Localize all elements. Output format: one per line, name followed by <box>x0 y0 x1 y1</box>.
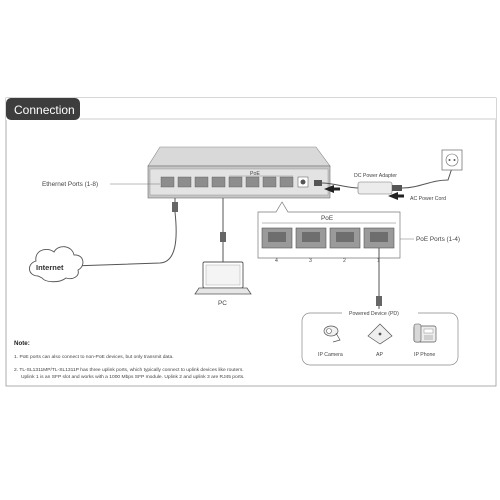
poe-zoom-port[interactable] <box>295 227 327 249</box>
phone-handset <box>413 323 422 343</box>
port-jack <box>268 232 286 242</box>
switch-port[interactable] <box>279 176 294 188</box>
poe-zoom-port[interactable] <box>261 227 293 249</box>
internet-label: Internet <box>36 263 64 272</box>
switch-ports <box>160 176 294 188</box>
laptop-display <box>205 264 241 286</box>
arrow-left-icon <box>324 185 334 193</box>
ap-led <box>378 332 382 336</box>
pd-device-label: IP Camera <box>318 352 343 358</box>
poe-port-number: 2 <box>343 258 346 264</box>
header-tab <box>6 98 80 120</box>
pd-title: Powered Device (PD) <box>349 311 399 317</box>
switch-port[interactable] <box>262 176 277 188</box>
dc-jack-hole <box>300 179 306 185</box>
header-band <box>6 98 496 120</box>
poe-zoom-ports <box>261 227 395 249</box>
pd-device-label: IP Phone <box>414 352 435 358</box>
switch-port[interactable] <box>228 176 243 188</box>
poe-ports-label: PoE Ports (1-4) <box>416 236 460 243</box>
pc-label: PC <box>218 300 227 307</box>
switch-port[interactable] <box>245 176 260 188</box>
poe-zoom-port[interactable] <box>329 227 361 249</box>
phone-screen <box>423 328 434 334</box>
ip-phone-icon <box>413 323 437 343</box>
note-item: 1. PoE ports can also connect to non-PoE… <box>14 354 174 360</box>
switch-port[interactable] <box>177 176 192 188</box>
arrow-left-icon <box>388 192 398 200</box>
rj45-plug <box>376 296 382 306</box>
poe-port-number: 4 <box>275 258 278 264</box>
adapter-connector <box>392 185 402 191</box>
outlet-pin <box>453 159 456 161</box>
dc-cable <box>321 182 361 189</box>
pc-laptop <box>194 261 252 295</box>
internet-cloud <box>29 246 84 283</box>
rj45-plug <box>220 232 226 242</box>
cable-to-internet <box>71 211 177 267</box>
switch-top <box>147 146 331 167</box>
camera-lens <box>326 328 332 334</box>
outlet-pin <box>448 159 451 161</box>
ethernet-ports-label: Ethernet Ports (1-8) <box>42 181 98 188</box>
pd-device-label: AP <box>376 352 383 358</box>
phone-keypad <box>424 335 433 340</box>
dc-adapter-label: DC Power Adapter <box>354 173 397 179</box>
wall-outlet <box>441 149 463 171</box>
switch-port[interactable] <box>160 176 175 188</box>
poe-port-number: 3 <box>309 258 312 264</box>
note-item: 2. TL-SL1311MP/TL-SL1311P has three upli… <box>14 367 244 373</box>
laptop-base <box>194 287 252 295</box>
adapter-brick <box>357 181 393 195</box>
rj45-plug <box>172 202 178 212</box>
ac-cord-label: AC Power Cord <box>410 196 446 202</box>
switch-port[interactable] <box>211 176 226 188</box>
arrow-left-shaft <box>334 187 340 191</box>
port-jack <box>336 232 354 242</box>
switch-poe-tag: PoE <box>250 171 260 177</box>
power-adapter <box>321 149 463 195</box>
poe-callout-title: PoE <box>321 215 333 222</box>
port-jack <box>370 232 388 242</box>
port-jack <box>302 232 320 242</box>
dc-plug <box>314 180 322 186</box>
page-title: Connection <box>14 103 75 117</box>
pd-title-bg <box>342 309 418 317</box>
arrow-left-shaft <box>398 194 404 198</box>
access-point-icon <box>367 323 393 345</box>
ac-cord <box>401 167 453 189</box>
camera-mount <box>332 332 341 343</box>
notes-title: Note: <box>14 340 30 347</box>
switch-device: PoE <box>147 146 331 199</box>
cloud-icon <box>29 246 84 283</box>
switch-port[interactable] <box>194 176 209 188</box>
outlet-socket <box>445 153 459 167</box>
ip-camera-icon <box>323 325 341 343</box>
note-item: Uplink 1 is an SFP slot and works with a… <box>21 374 245 380</box>
poe-zoom-port[interactable] <box>363 227 395 249</box>
